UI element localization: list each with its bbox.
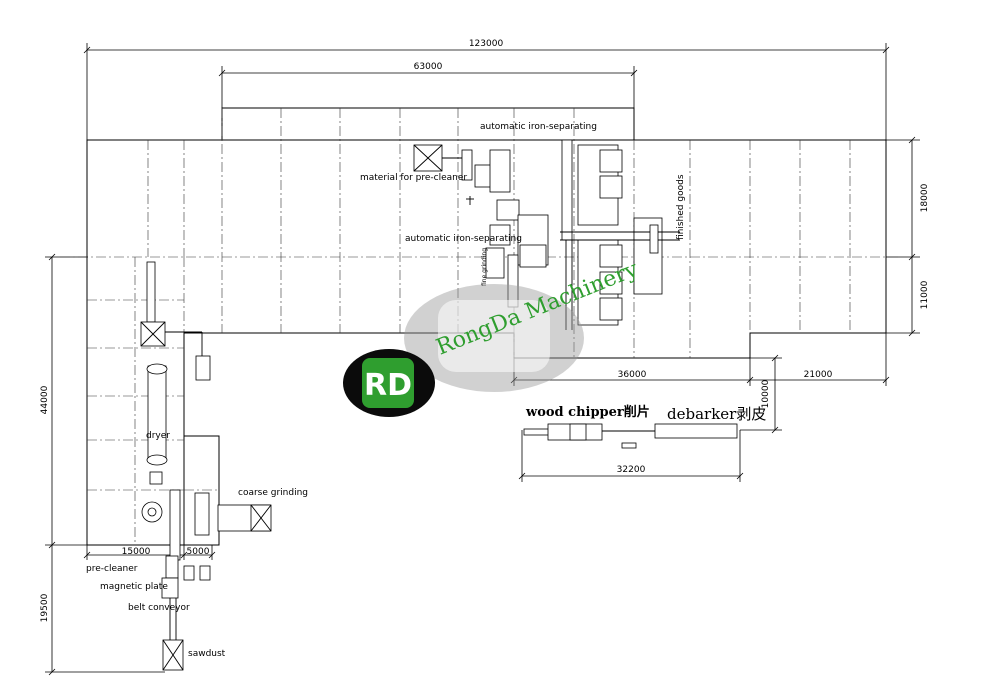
label-wood-chipper: wood chipper削片 [525, 404, 650, 420]
dim-bottom-left: 15000 [122, 547, 151, 557]
label-finished-goods: finished goods [676, 174, 686, 240]
logo-rd-outline [438, 300, 550, 372]
label-belt-conveyor: belt conveyor [128, 603, 190, 613]
dim-left-height: 44000 [40, 385, 50, 414]
dimension-lines [45, 43, 920, 676]
dim-chipper-span: 32200 [617, 465, 646, 475]
label-material-pre-cleaner: material for pre-cleaner [360, 173, 467, 183]
dim-mid-span: 36000 [618, 370, 647, 380]
dim-upper-span: 63000 [414, 62, 443, 72]
label-iron-separating-mid: automatic iron-separating [405, 234, 522, 244]
label-debarker: debarker剥皮 [667, 405, 766, 423]
dim-overall-width: 123000 [469, 39, 504, 49]
label-fine-grinding: fine grinding [481, 248, 488, 286]
building-outline [86, 107, 887, 546]
grinding-section-equipment [413, 139, 680, 330]
equipment-labels: automatic iron-separating material for p… [86, 122, 766, 659]
label-magnetic-plate: magnetic plate [100, 582, 168, 592]
dim-right-depth-bottom: 11000 [920, 280, 930, 309]
dim-right-depth-top: 18000 [920, 183, 930, 212]
label-pre-cleaner: pre-cleaner [86, 564, 138, 574]
logo-badge-inner [362, 358, 414, 408]
label-sawdust: sawdust [188, 649, 226, 659]
logo-badge-letters: RD [364, 368, 412, 403]
label-iron-separating-top: automatic iron-separating [480, 122, 597, 132]
chipper-debarker-equipment [523, 423, 738, 449]
label-coarse-grinding: coarse grinding [238, 488, 308, 498]
drying-section-equipment [140, 261, 272, 671]
dim-bottom-mid: 5000 [187, 547, 210, 557]
label-dryer: dryer [146, 431, 170, 441]
rongda-logo: RD RongDa Machinery [343, 257, 642, 417]
dim-bottom-height: 19500 [40, 593, 50, 622]
dim-right-span: 21000 [804, 370, 833, 380]
grid-lines [60, 108, 900, 545]
dim-chipper-depth: 10000 [761, 379, 771, 408]
